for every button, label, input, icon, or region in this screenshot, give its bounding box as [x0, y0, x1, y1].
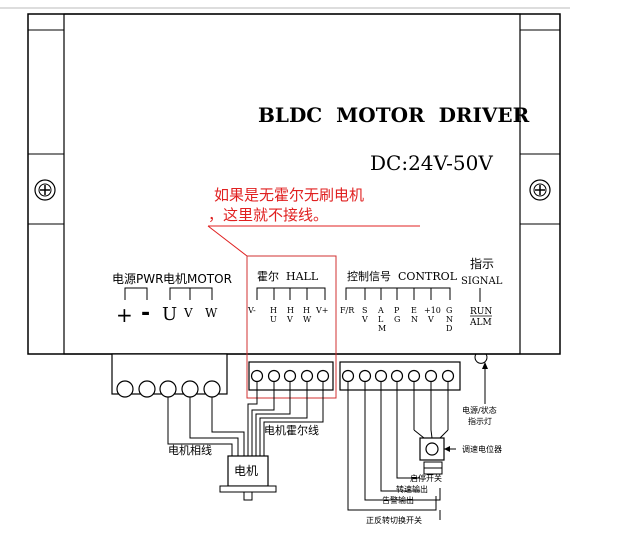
note-line1: 如果是无霍尔无刷电机	[214, 186, 364, 204]
phase-wire-label: 电机相线	[168, 443, 212, 457]
terminal-block-control	[339, 361, 461, 391]
terminal-block-hall	[248, 361, 334, 391]
power-plus: +	[116, 303, 133, 327]
pot-label: 调速电位器	[462, 444, 502, 454]
motor-shaft-icon	[243, 491, 253, 501]
svg-text:P: P	[394, 306, 400, 315]
hall-label: 霍尔 HALL	[257, 270, 319, 283]
hall-bracket	[256, 287, 326, 300]
svg-text:E: E	[411, 306, 417, 315]
motor-box-label: 电机	[234, 464, 258, 478]
indicator-label-1: 电源/状态	[462, 405, 497, 415]
svg-text:+10: +10	[424, 306, 441, 315]
potentiometer-icon	[413, 429, 449, 461]
svg-text:S: S	[362, 306, 367, 315]
dir-switch-label: 正反转切换开关	[366, 515, 422, 525]
svg-text:G: G	[446, 306, 452, 315]
svg-text:G: G	[394, 315, 400, 324]
control-pin-labels: F/R S V A L M P G E N +10 V G N D	[340, 306, 453, 333]
hall-pin-hv-bot: V	[286, 315, 293, 324]
control-wires	[347, 382, 449, 520]
terminal-block-power-motor	[111, 353, 228, 398]
motor-box	[227, 455, 269, 487]
hall-pin-labels: V- H U H V H W V+	[247, 306, 328, 324]
speed-out-label: 转速输出	[396, 484, 428, 494]
alarm-out-label: 告警输出	[382, 495, 414, 505]
svg-text:A: A	[377, 306, 384, 315]
motor-w: W	[205, 306, 218, 320]
svg-text:L: L	[378, 315, 384, 324]
power-label: 电源PWR	[112, 272, 163, 286]
motor-v: V	[183, 306, 193, 320]
svg-text:M: M	[378, 324, 386, 333]
signal-run: RUN	[470, 307, 492, 317]
hall-pin-hu-top: H	[270, 306, 277, 315]
svg-text:D: D	[446, 324, 452, 333]
indicator-label-2: 指示灯	[468, 416, 492, 426]
phase-wires	[167, 397, 245, 456]
led-icon	[474, 353, 488, 364]
note-pointer	[207, 225, 248, 257]
voltage-label: DC:24V-50V	[370, 151, 493, 175]
svg-text:N: N	[446, 315, 453, 324]
control-label: 控制信号 CONTROL	[347, 269, 458, 283]
svg-text:V: V	[427, 315, 434, 324]
switch-icons	[423, 461, 443, 475]
hall-pin-hv-top: H	[287, 306, 294, 315]
motor-u: U	[162, 304, 177, 325]
hall-pin-hw-top: H	[303, 306, 310, 315]
control-pin-fr: F/R	[340, 306, 355, 315]
svg-text:V: V	[361, 315, 368, 324]
note-line2: ，这里就不接线。	[208, 206, 328, 224]
svg-text:N: N	[411, 315, 418, 324]
driver-body	[27, 13, 561, 355]
signal-label-en: SIGNAL	[461, 276, 503, 287]
screw-icon-left	[34, 179, 56, 201]
hall-wires	[247, 382, 324, 456]
hall-pin-vminus: V-	[247, 306, 256, 315]
screw-icon-right	[529, 179, 551, 201]
driver-title: BLDC MOTOR DRIVER	[258, 103, 530, 127]
hall-highlight-box	[246, 255, 337, 399]
signal-label-cn: 指示	[470, 256, 494, 271]
hall-pin-vplus: V+	[315, 306, 328, 315]
start-stop-label: 启停开关	[410, 473, 442, 483]
hall-wire-label: 电机霍尔线	[264, 423, 319, 437]
power-minus: -	[141, 301, 150, 326]
signal-alm: ALM	[469, 318, 492, 328]
control-bracket	[345, 287, 451, 300]
power-bracket	[124, 287, 148, 300]
motor-label: 电机MOTOR	[163, 272, 232, 286]
motor-bracket	[169, 287, 213, 300]
hall-pin-hu-bot: U	[270, 315, 277, 324]
hall-pin-hw-bot: W	[303, 315, 312, 324]
